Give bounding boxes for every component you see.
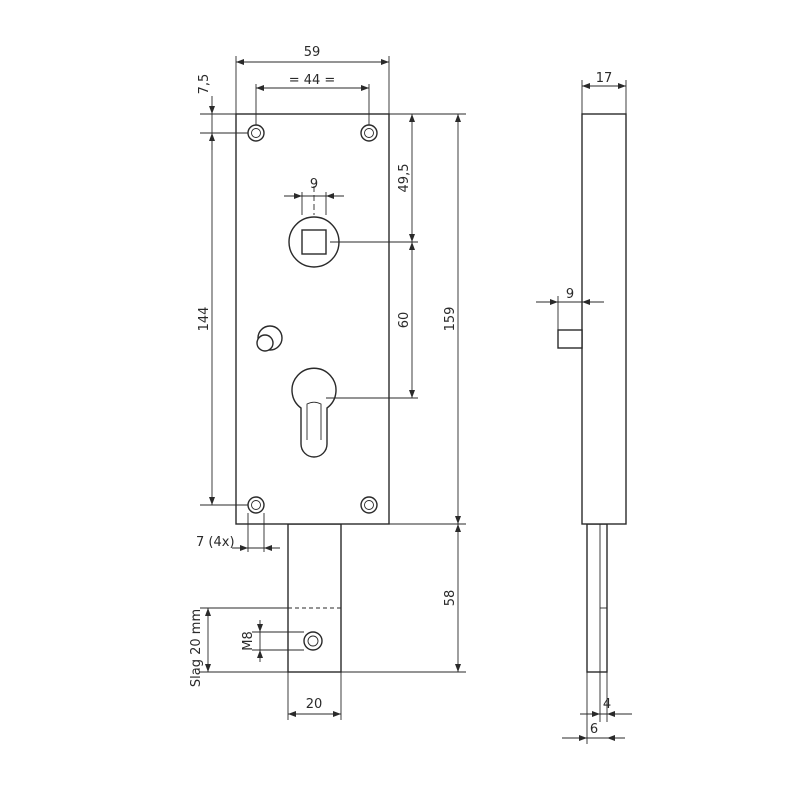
dim-thread-m8: M8	[241, 631, 256, 651]
mounting-hole-top-right	[360, 124, 378, 142]
side-body	[581, 113, 627, 525]
dim-width-59: 59	[304, 45, 321, 60]
dim-spindle-9: 9	[310, 177, 318, 192]
dim-hole-7-4x: 7 (4x)	[196, 535, 235, 550]
dim-hole-spacing-44: = 44 =	[289, 73, 336, 88]
mounting-hole-bottom-left	[247, 496, 265, 514]
dim-offset-49-5: 49,5	[397, 164, 412, 193]
side-latch-pin	[557, 329, 583, 349]
dim-edge-7-5: 7,5	[197, 74, 212, 95]
dim-depth-17: 17	[596, 71, 613, 86]
latch-pin	[256, 325, 283, 352]
dim-spindle-cylinder-60: 60	[397, 312, 412, 329]
side-view: 17 9 4 6	[536, 71, 632, 744]
bolt-m8-hole	[303, 631, 323, 651]
dim-height-144: 144	[197, 307, 212, 332]
dim-side-6: 6	[590, 722, 598, 737]
dim-bolt-58: 58	[443, 590, 458, 607]
dim-stroke-slag: Slag 20 mm	[189, 609, 204, 687]
side-bolt	[586, 523, 608, 673]
bolt-m8-hole-inner	[307, 635, 319, 647]
cylinder-cutout	[291, 367, 337, 458]
front-view	[235, 113, 418, 673]
dim-side-4: 4	[603, 697, 611, 712]
dim-total-159: 159	[443, 307, 458, 332]
lock-plate	[235, 113, 390, 525]
mounting-hole-bottom-right	[360, 496, 378, 514]
dim-side-9: 9	[566, 287, 574, 302]
mounting-hole-top-left	[247, 124, 265, 142]
front-dimensions: 59 = 44 = 7,5 144 9 49,5	[189, 45, 466, 720]
dim-bolt-width-20: 20	[306, 697, 323, 712]
